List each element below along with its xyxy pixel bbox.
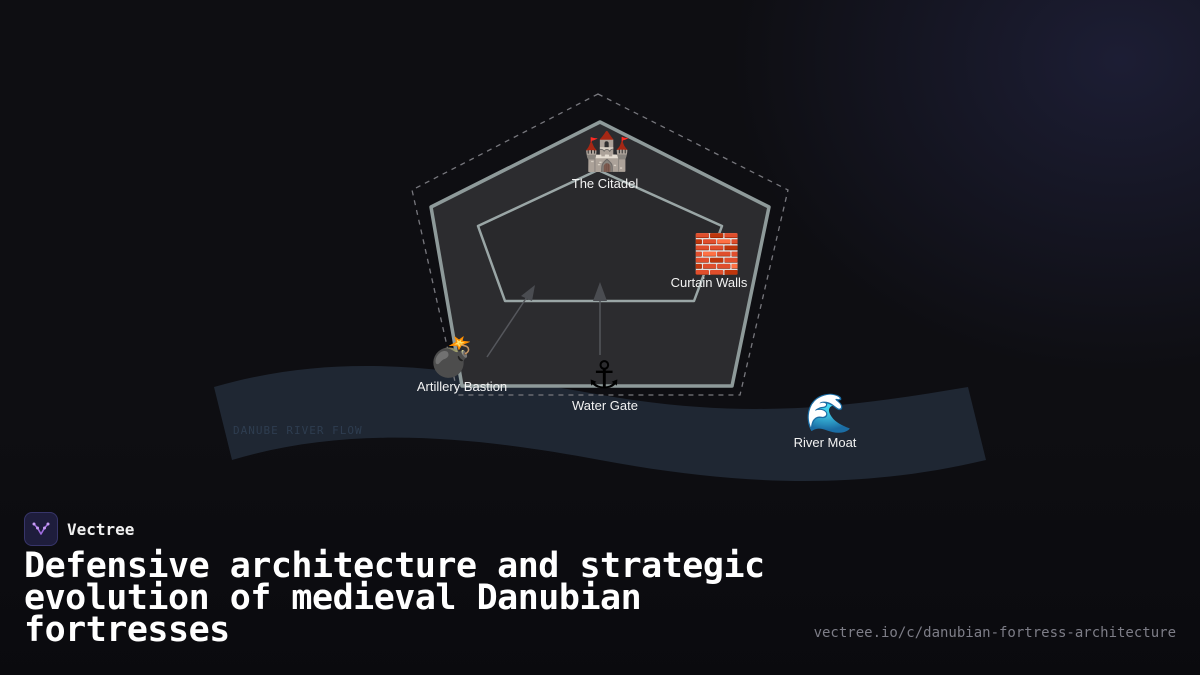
arrowhead-bastion — [521, 285, 535, 301]
connector-bastion-to-inner — [486, 293, 530, 358]
node-label-citadel: The Citadel — [572, 176, 639, 191]
node-citadel[interactable]: 🏰 The Citadel — [572, 129, 639, 191]
brand-name: Vectree — [67, 519, 135, 539]
bomb-icon: 💣 — [428, 335, 475, 381]
node-artillery-bastion[interactable]: 💣 Artillery Bastion — [417, 335, 507, 394]
node-water-gate[interactable]: ⚓ Water Gate — [572, 353, 638, 413]
node-label-river-moat: River Moat — [794, 435, 857, 450]
node-river-moat[interactable]: 🌊 River Moat — [794, 391, 857, 450]
wave-icon: 🌊 — [805, 391, 852, 435]
vectree-logo-icon — [24, 512, 58, 546]
castle-icon: 🏰 — [583, 129, 630, 173]
danube-river — [214, 365, 986, 482]
node-label-artillery-bastion: Artillery Bastion — [417, 379, 507, 394]
anchor-icon: ⚓ — [587, 353, 621, 397]
outer-perimeter-dashed — [411, 93, 789, 396]
arrowhead-watergate — [593, 282, 607, 301]
brand[interactable]: Vectree — [24, 512, 134, 546]
brick-wall-icon: 🧱 — [693, 232, 740, 276]
node-curtain-walls[interactable]: 🧱 Curtain Walls — [671, 232, 748, 290]
river-flow-label: DANUBE RIVER FLOW — [233, 424, 363, 437]
node-label-water-gate: Water Gate — [572, 398, 638, 413]
node-label-curtain-walls: Curtain Walls — [671, 275, 748, 290]
page-title: Defensive architecture and strategic evo… — [24, 546, 765, 650]
source-url[interactable]: vectree.io/c/danubian-fortress-architect… — [813, 625, 1176, 641]
